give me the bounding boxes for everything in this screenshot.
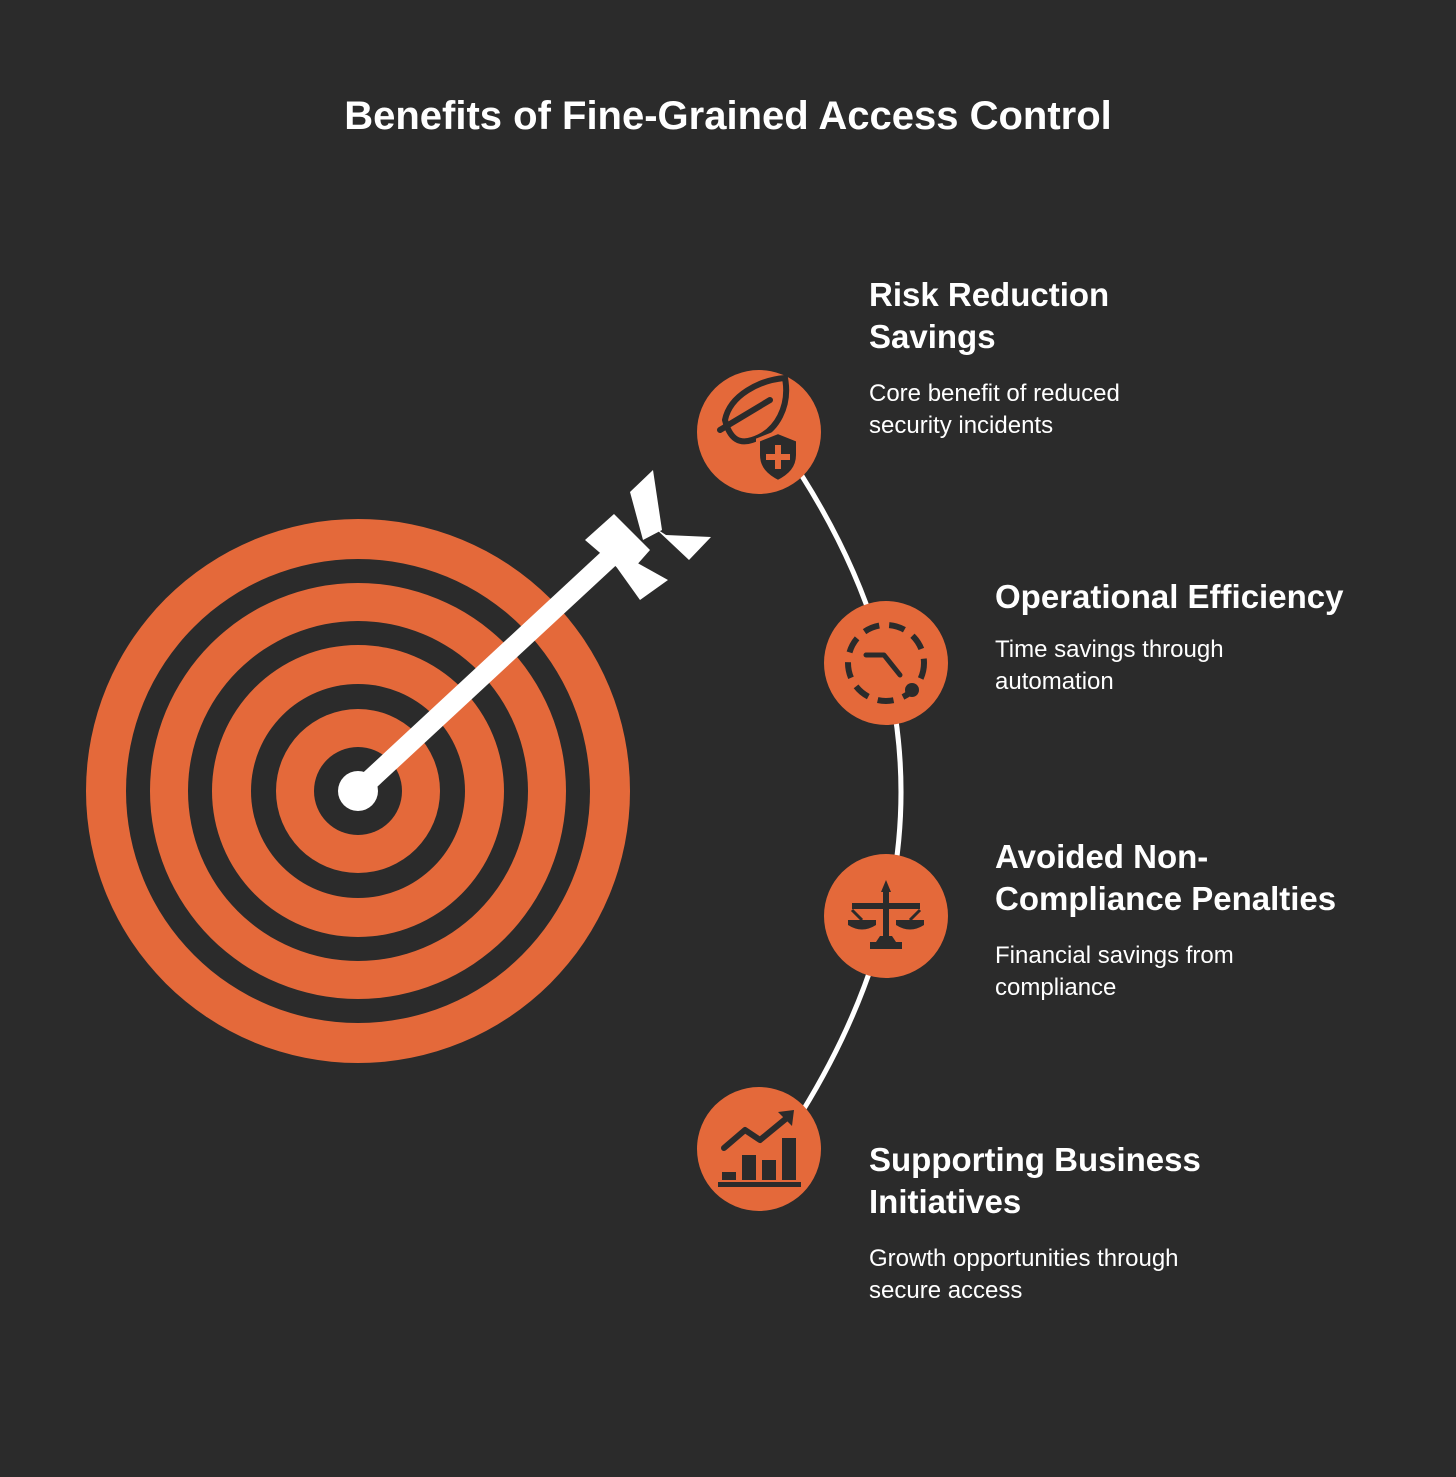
benefit-description: Time savings through automation xyxy=(995,636,1224,695)
circular-process-icon xyxy=(824,601,948,725)
growth-chart-icon xyxy=(697,1087,821,1211)
benefit-title: Supporting Business Initiatives xyxy=(869,1141,1201,1220)
benefit-description: Core benefit of reduced security inciden… xyxy=(869,380,1120,439)
benefit-business-initiatives: Supporting Business Initiatives Growth o… xyxy=(869,1139,1339,1307)
benefit-title: Risk Reduction Savings xyxy=(869,276,1110,355)
benefit-description: Financial savings from compliance xyxy=(995,942,1234,1001)
arrow-icon xyxy=(351,470,711,799)
connector-arc xyxy=(799,473,904,1115)
scales-of-justice-icon xyxy=(824,854,948,978)
benefit-operational-efficiency: Operational Efficiency Time savings thro… xyxy=(995,576,1456,698)
benefit-title: Operational Efficiency xyxy=(995,578,1344,615)
page-title: Benefits of Fine-Grained Access Control xyxy=(344,94,1112,138)
benefit-description: Growth opportunities through secure acce… xyxy=(869,1245,1179,1304)
benefit-risk-reduction: Risk Reduction Savings Core benefit of r… xyxy=(869,274,1339,442)
leaf-shield-icon xyxy=(697,370,821,494)
benefit-avoided-penalties: Avoided Non- Compliance Penalties Financ… xyxy=(995,836,1456,1004)
benefit-title: Avoided Non- Compliance Penalties xyxy=(995,838,1337,917)
